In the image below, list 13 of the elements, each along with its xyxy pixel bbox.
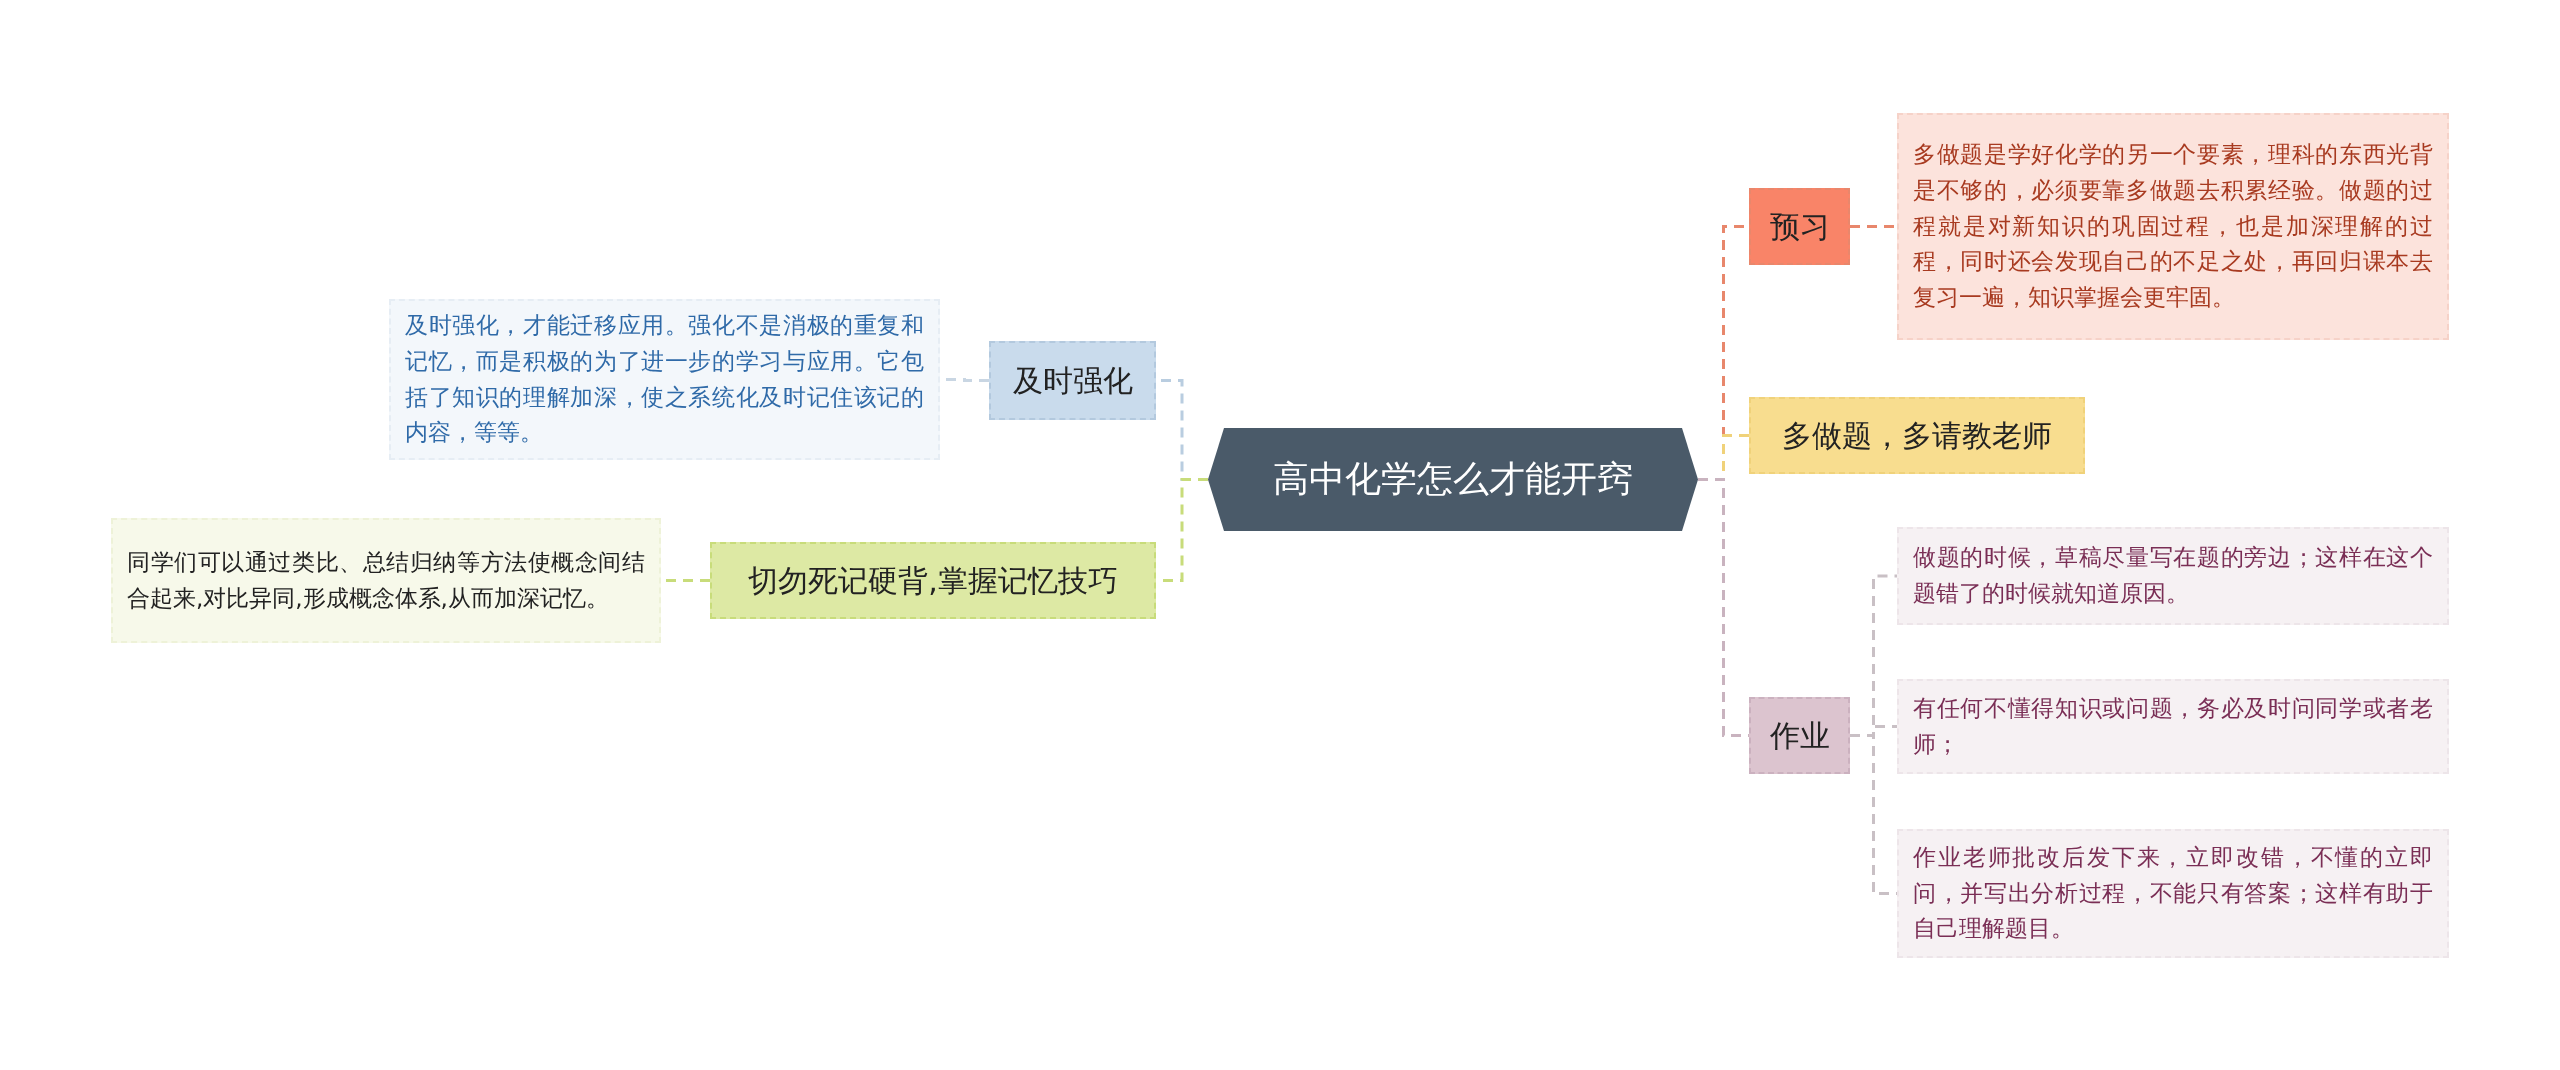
central-topic: 高中化学怎么才能开窍 <box>1208 428 1698 531</box>
note-box: 及时强化，才能迁移应用。强化不是消极的重复和记忆，而是积极的为了进一步的学习与应用。它包括了知识的理解加深，使之系统化及时记住该记的内容，等等。 <box>389 299 940 460</box>
note-box: 作业老师批改后发下来，立即改错，不懂的立即问，并写出分析过程，不能只有答案；这样有助于自己理解题目。 <box>1897 829 2449 958</box>
topic-box: 切勿死记硬背,掌握记忆技巧 <box>710 542 1156 619</box>
note-box: 做题的时候，草稿尽量写在题的旁边；这样在这个题错了的时候就知道原因。 <box>1897 527 2449 625</box>
note-box: 有任何不懂得知识或问题，务必及时问同学或者老师； <box>1897 679 2449 774</box>
topic-box: 及时强化 <box>989 341 1156 420</box>
note-box: 多做题是学好化学的另一个要素，理科的东西光背是不够的，必须要靠多做题去积累经验。做题的过程就是对新知识的巩固过程，也是加深理解的过程，同时还会发现自己的不足之处，再回归课本去复习一遍，知识掌握会更牢固。 <box>1897 113 2449 340</box>
connector <box>1850 225 1897 228</box>
note-box: 同学们可以通过类比、总结归纳等方法使概念间结合起来,对比异同,形成概念体系,从而加深记忆。 <box>111 518 661 643</box>
topic-box: 多做题，多请教老师 <box>1749 397 2085 474</box>
topic-box: 作业 <box>1749 697 1850 774</box>
topic-box: 预习 <box>1749 188 1850 265</box>
